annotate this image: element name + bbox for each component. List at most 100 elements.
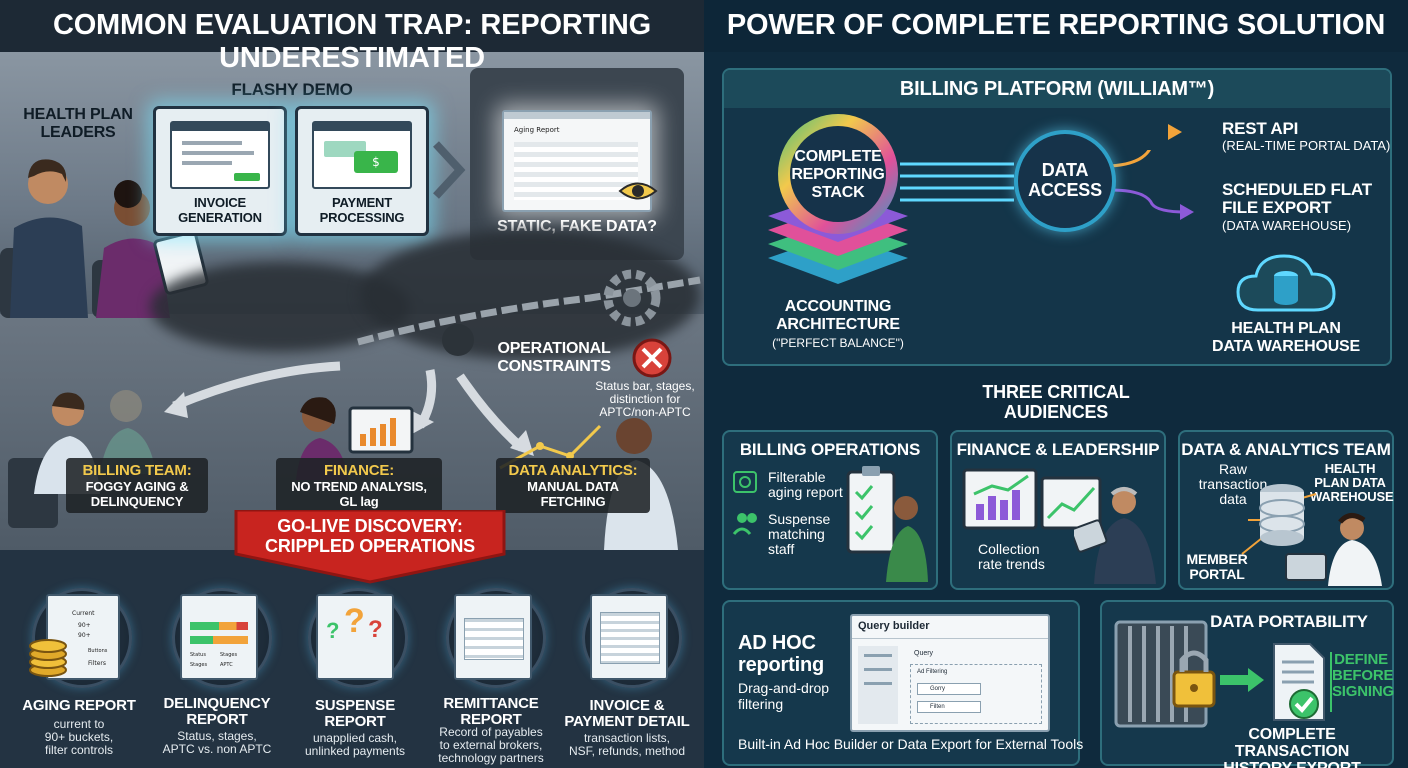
finance-charts-icon <box>962 468 1102 530</box>
flashy-demo-label: FLASHY DEMO <box>231 80 353 99</box>
billing-ops-icons <box>732 471 757 535</box>
query-builder-window: Query builder Query Ad Filtering Gorry F… <box>850 614 1050 732</box>
aging-doc-line: 90+ <box>78 632 91 639</box>
finance-team-sub: NO TREND ANALYSIS, GL lag <box>291 479 427 509</box>
ad-hoc-title: AD HOC reporting <box>738 632 824 676</box>
health-plan-data-warehouse-small: HEALTH PLAN DATA WAREHOUSE <box>1310 461 1394 504</box>
finance-team-title: FINANCE: <box>323 462 395 479</box>
delinquency-report-icon: Status Stages Stages APTC <box>160 588 280 688</box>
question-mark-red: ? <box>368 616 383 643</box>
filterable-aging-label: Filterable aging report <box>768 469 843 500</box>
aging-doc-line: Buttons <box>88 648 108 654</box>
export-document-icon <box>1273 643 1325 721</box>
payment-processing-card: $ PAYMENT PROCESSING <box>295 106 429 236</box>
delinquency-report-title: DELINQUENCY REPORT <box>163 695 271 728</box>
aging-doc-line: Filters <box>88 660 106 667</box>
constraints-note: Status bar, stages, distinction for APTC… <box>595 379 695 419</box>
delinquency-doc-line: Status <box>190 652 206 658</box>
go-live-banner-text: GO-LIVE DISCOVERY: CRIPPLED OPERATIONS <box>265 516 475 556</box>
ad-hoc-sub: Drag-and-drop filtering <box>738 680 830 712</box>
aging-doc-line: 90+ <box>78 622 91 629</box>
billing-team-box: BILLING TEAM: FOGGY AGING & DELINQUENCY <box>66 458 208 513</box>
finance-team-box: FINANCE: NO TREND ANALYSIS, GL lag <box>276 458 442 513</box>
remittance-report-icon <box>434 588 554 688</box>
query-builder-title: Query builder <box>858 620 930 632</box>
group-dropdown[interactable]: Gorry <box>917 683 981 695</box>
aging-doc-line: Current <box>72 610 95 617</box>
suspense-matching-label: Suspense matching staff <box>768 511 831 557</box>
remittance-report-title: REMITTANCE REPORT <box>443 695 539 728</box>
arrow-right-icon <box>433 141 466 199</box>
rest-api-label: REST API <box>1222 119 1299 138</box>
remittance-report-sub: Record of payables to external brokers, … <box>438 725 544 765</box>
data-analytics-team-box: DATA ANALYTICS: MANUAL DATA FETCHING <box>496 458 650 513</box>
aging-report-title: AGING REPORT <box>22 697 136 714</box>
suspense-report-sub: unapplied cash, unlinked payments <box>304 731 406 758</box>
three-audiences-title: THREE CRITICAL AUDIENCES <box>982 382 1130 422</box>
downward-arrows <box>164 361 534 456</box>
finance-leadership-title: FINANCE & LEADERSHIP <box>956 440 1160 459</box>
reporting-stack-icon <box>768 114 908 284</box>
question-mark-orange: ? <box>344 602 365 640</box>
suspense-report-title: SUSPENSE REPORT <box>314 697 396 730</box>
invoice-payment-detail-icon <box>570 588 690 688</box>
finance-leader-illustration <box>1074 487 1156 584</box>
clipboard-person-illustration <box>846 466 928 582</box>
billing-operations-title: BILLING OPERATIONS <box>739 440 921 459</box>
static-fake-data-panel: Aging Report STATIC, FAKE DATA? <box>470 68 684 260</box>
left-panel-evaluation-trap: COMMON EVALUATION TRAP: REPORTING UNDERE… <box>0 0 704 768</box>
aging-report-screen-title: Aging Report <box>514 126 560 134</box>
vault-lock-illustration <box>1114 620 1264 728</box>
invoice-screen <box>170 121 270 189</box>
data-analytics-title: DATA ANALYTICS: <box>508 462 638 479</box>
member-portal-label: MEMBER PORTAL <box>1186 551 1248 582</box>
go-live-banner-arrow <box>234 510 506 584</box>
right-title: POWER OF COMPLETE REPORTING SOLUTION <box>726 9 1386 41</box>
ad-hoc-footer: Built-in Ad Hoc Builder or Data Export f… <box>738 736 1084 752</box>
eye-icon <box>618 182 658 200</box>
accounting-architecture-label: ACCOUNTING ARCHITECTURE <box>776 298 900 333</box>
accounting-architecture-sub: ("PERFECT BALANCE") <box>772 336 904 350</box>
raw-transaction-label: Raw transaction data <box>1198 461 1268 507</box>
left-title: COMMON EVALUATION TRAP: REPORTING UNDERE… <box>52 9 652 74</box>
billing-team-sub: FOGGY AGING & DELINQUENCY <box>85 479 189 509</box>
arrow-orange-icon <box>1168 124 1182 140</box>
invoice-generation-card: INVOICE GENERATION <box>153 106 287 236</box>
right-title-bar: POWER OF COMPLETE REPORTING SOLUTION <box>704 0 1408 52</box>
delinquency-doc-line: Stages <box>220 652 238 658</box>
billing-platform-title: BILLING PLATFORM (WILLIAM™) <box>899 78 1215 100</box>
define-divider <box>1330 652 1332 712</box>
rest-api-sub: (REAL-TIME PORTAL DATA) <box>1222 138 1391 153</box>
question-mark-green: ? <box>326 618 340 643</box>
left-title-bar: COMMON EVALUATION TRAP: REPORTING UNDERE… <box>0 0 704 74</box>
right-panel-reporting-solution: POWER OF COMPLETE REPORTING SOLUTION BIL… <box>704 0 1408 768</box>
leaders-illustration <box>0 159 209 318</box>
flat-file-sub: (DATA WAREHOUSE) <box>1222 218 1352 233</box>
define-before-signing: DEFINE BEFORE SIGNING <box>1332 651 1394 700</box>
chain-and-gear-icon <box>357 269 701 356</box>
aging-report-icon: Current 90+ 90+ Buttons Filters <box>20 588 140 688</box>
flat-file-label: SCHEDULED FLAT FILE EXPORT <box>1222 180 1372 217</box>
invoice-payment-detail-sub: transaction lists, NSF, refunds, method <box>568 731 686 758</box>
data-analytics-team-title: DATA & ANALYTICS TEAM <box>1181 440 1391 459</box>
billing-platform-header: BILLING PLATFORM (WILLIAM™) <box>724 70 1390 108</box>
ad-filtering-label: Ad Filtering <box>917 669 948 675</box>
data-portability-title: DATA PORTABILITY <box>1210 612 1368 631</box>
data-analytics-sub: MANUAL DATA FETCHING <box>527 479 619 509</box>
data-access-node <box>1014 130 1116 232</box>
operational-constraints-label: OPERATIONAL CONSTRAINTS <box>497 340 611 375</box>
delinquency-doc-line: Stages <box>190 662 208 668</box>
billing-team-title: BILLING TEAM: <box>82 462 192 479</box>
data-flow-lines <box>900 150 1187 214</box>
suspense-report-icon: ? ? ? <box>296 588 416 688</box>
filter-field[interactable]: Filten <box>917 701 981 713</box>
payment-processing-label: PAYMENT PROCESSING <box>319 195 405 225</box>
data-portability-footer: COMPLETE TRANSACTION HISTORY EXPORT <box>1223 726 1361 768</box>
blocked-icon <box>632 338 672 378</box>
delinquency-report-sub: Status, stages, APTC vs. non APTC <box>162 729 272 756</box>
data-access-label: DATA ACCESS <box>1028 160 1102 200</box>
collection-rate-label: Collection rate trends <box>978 541 1045 572</box>
aging-report-sub: current to 90+ buckets, filter controls <box>44 717 114 757</box>
coins-icon <box>29 639 67 677</box>
cloud-database-icon <box>1236 254 1336 312</box>
